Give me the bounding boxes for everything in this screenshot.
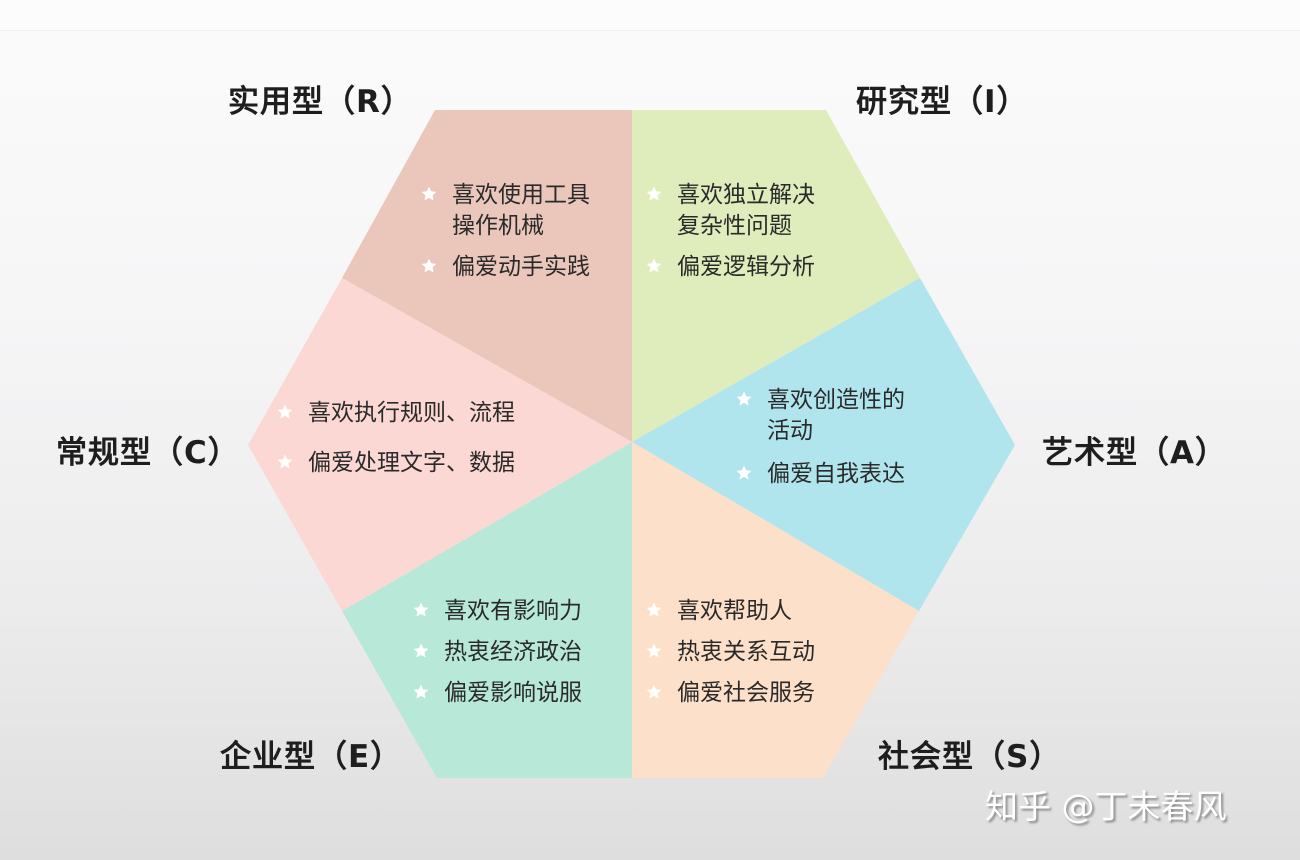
top-strip	[0, 0, 1300, 31]
enterprising-items: 喜欢有影响力 热衷经济政治 偏爱影响说服	[412, 596, 582, 709]
star-icon	[645, 257, 665, 277]
label-conventional: 常规型（C）	[56, 435, 240, 471]
star-icon	[645, 642, 665, 662]
social-items: 喜欢帮助人 热衷关系互动 偏爱社会服务	[645, 596, 815, 709]
sector-investigative	[632, 110, 920, 442]
list-item: 偏爱影响说服	[412, 678, 582, 709]
sector-conventional	[248, 278, 632, 611]
list-item: 喜欢执行规则、流程	[276, 398, 515, 429]
label-enterprising: 企业型（E）	[220, 739, 403, 775]
list-item: 偏爱自我表达	[735, 459, 905, 490]
star-icon	[412, 642, 432, 662]
list-item: 喜欢独立解决 复杂性问题	[645, 180, 815, 242]
star-icon	[276, 453, 296, 473]
star-icon	[276, 403, 296, 423]
sector-realistic	[342, 110, 632, 442]
list-item: 热衷经济政治	[412, 637, 582, 668]
list-item: 偏爱逻辑分析	[645, 252, 815, 283]
star-icon	[412, 601, 432, 621]
label-artistic: 艺术型（A）	[1042, 435, 1227, 471]
list-item: 偏爱动手实践	[420, 252, 590, 283]
sector-enterprising	[342, 442, 632, 778]
list-item: 偏爱处理文字、数据	[276, 448, 515, 479]
sector-artistic	[632, 278, 1015, 611]
list-item: 喜欢有影响力	[412, 596, 582, 627]
list-item: 喜欢创造性的 活动	[735, 385, 905, 447]
list-item: 喜欢帮助人	[645, 596, 815, 627]
star-icon	[645, 601, 665, 621]
star-icon	[735, 464, 755, 484]
label-social: 社会型（S）	[878, 739, 1062, 775]
star-icon	[735, 390, 755, 410]
list-item: 喜欢使用工具 操作机械	[420, 180, 590, 242]
star-icon	[420, 257, 440, 277]
label-investigative: 研究型（I）	[856, 84, 1029, 120]
artistic-items: 喜欢创造性的 活动 偏爱自我表达	[735, 385, 905, 490]
star-icon	[420, 185, 440, 205]
list-item: 热衷关系互动	[645, 637, 815, 668]
star-icon	[645, 185, 665, 205]
conventional-items: 喜欢执行规则、流程 偏爱处理文字、数据	[276, 398, 515, 479]
realistic-items: 喜欢使用工具 操作机械 偏爱动手实践	[420, 180, 590, 283]
label-realistic: 实用型（R）	[228, 84, 413, 120]
watermark: 知乎 @丁未春风	[985, 787, 1227, 826]
investigative-items: 喜欢独立解决 复杂性问题 偏爱逻辑分析	[645, 180, 815, 283]
sector-social	[632, 442, 919, 778]
star-icon	[412, 683, 432, 703]
list-item: 偏爱社会服务	[645, 678, 815, 709]
star-icon	[645, 683, 665, 703]
